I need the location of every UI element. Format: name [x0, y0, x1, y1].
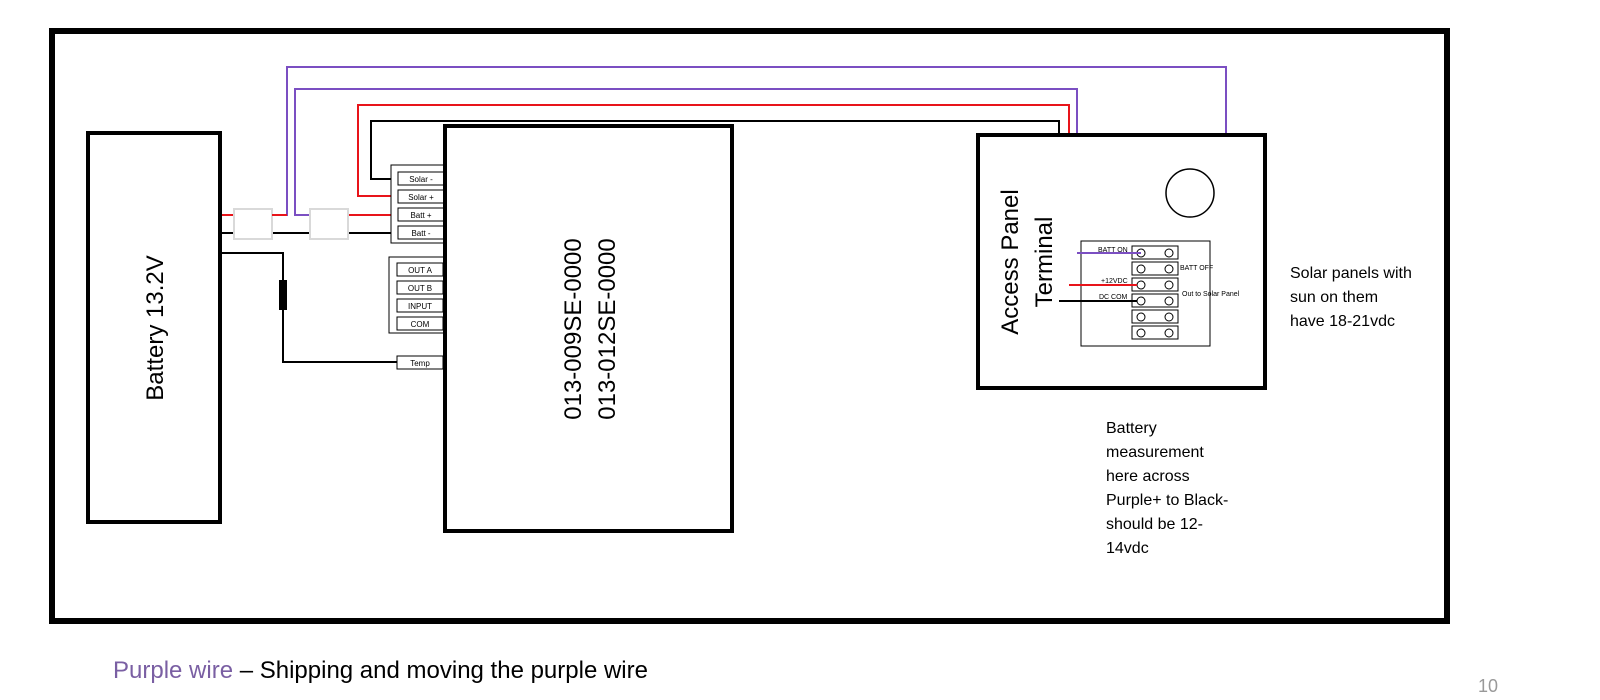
label-12vdc: +12VDC — [1101, 278, 1128, 285]
terminal-solar-pos: Solar + — [408, 193, 434, 202]
fuse-2 — [309, 208, 349, 240]
solar-note-line: sun on them — [1290, 289, 1379, 306]
battery-note-line: Purple+ to Black- — [1106, 492, 1229, 509]
access-panel-knob — [1165, 168, 1215, 218]
terminal-temp: Temp — [410, 359, 430, 368]
solar-note-line: have 18-21vdc — [1290, 313, 1395, 330]
label-out-to-solar: Out to Solar Panel — [1182, 291, 1240, 298]
terminal-strip-frame — [1080, 240, 1211, 347]
solar-note-line: Solar panels with — [1290, 265, 1412, 282]
terminal-strip — [1131, 245, 1179, 340]
battery-box — [86, 131, 222, 524]
controller-model-2: 013-012SE-0000 — [594, 238, 621, 419]
controller-box — [443, 124, 734, 533]
terminal-out-a: OUT A — [408, 266, 433, 275]
battery-note: Battery measurement here across Purple+ … — [1106, 417, 1228, 561]
battery-note-line: here across — [1106, 468, 1190, 485]
terminal-batt-neg: Batt - — [411, 229, 430, 238]
label-batt-on: BATT ON — [1098, 247, 1128, 254]
controller-model-1: 013-009SE-0000 — [560, 238, 587, 419]
caption-highlight: Purple wire — [113, 657, 234, 684]
access-panel-line2: Terminal — [1031, 217, 1058, 308]
temp-wire — [221, 252, 398, 363]
access-panel-line1: Access Panel — [997, 189, 1024, 334]
temp-sensor — [279, 280, 287, 310]
label-batt-off: BATT OFF — [1180, 265, 1213, 272]
terminal-batt-pos: Batt + — [410, 211, 431, 220]
terminal-input: INPUT — [408, 302, 432, 311]
page-number: 10 — [1478, 676, 1499, 696]
battery-note-line: measurement — [1106, 444, 1204, 461]
solar-note: Solar panels with sun on them have 18-21… — [1290, 262, 1412, 334]
terminal-solar-neg: Solar - — [409, 175, 433, 184]
caption-text: – Shipping and moving the purple wire — [233, 657, 648, 684]
fuse-1 — [233, 208, 273, 240]
battery-note-line: 14vdc — [1106, 540, 1149, 557]
slide-caption: Purple wire – Shipping and moving the pu… — [113, 657, 648, 685]
label-dc-com: DC COM — [1099, 294, 1128, 301]
controller-terminals: Solar - Solar + Batt + Batt - OUT A OUT … — [396, 171, 445, 370]
battery-note-line: Battery — [1106, 420, 1157, 437]
battery-note-line: should be 12- — [1106, 516, 1203, 533]
terminal-out-b: OUT B — [408, 284, 432, 293]
outer-frame — [49, 28, 1450, 624]
battery-label: Battery 13.2V — [142, 255, 169, 400]
terminal-com: COM — [411, 320, 430, 329]
